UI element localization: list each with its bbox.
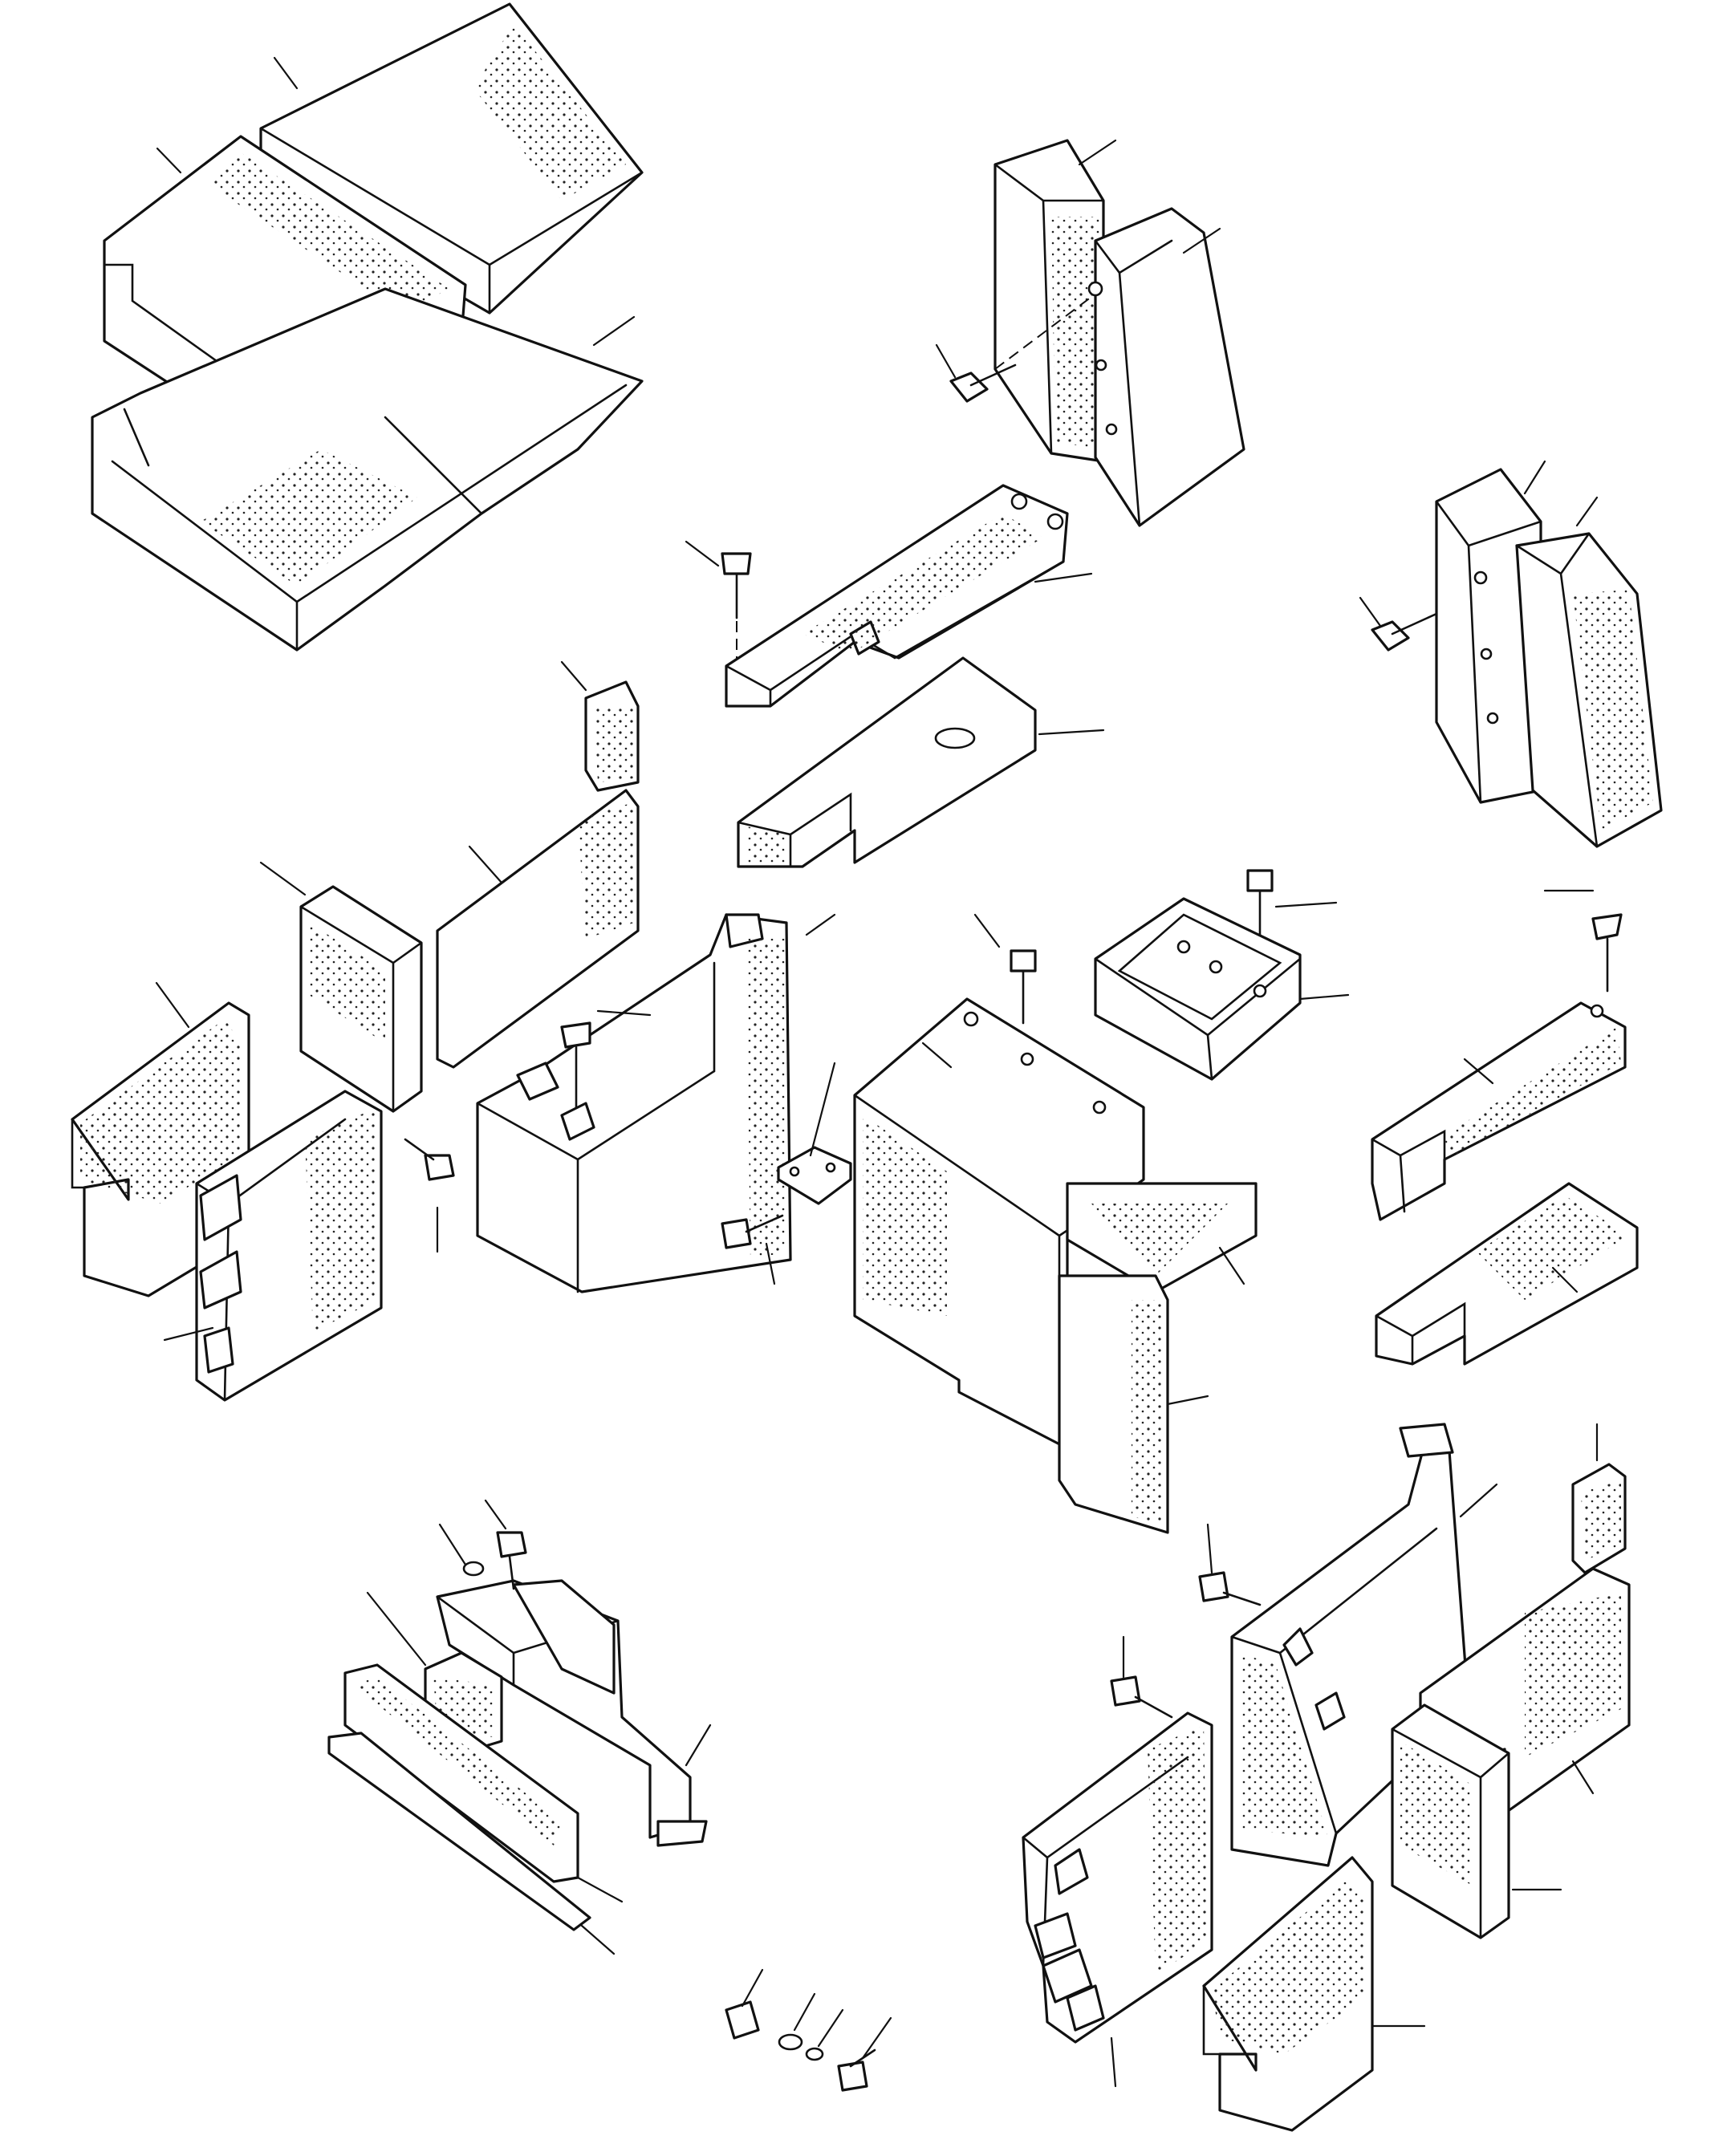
leader-line-11 (1034, 572, 1093, 583)
frame-bracket-br (1022, 1711, 1213, 2044)
leader-line-21 (809, 1062, 836, 1157)
leader-line-7 (1523, 460, 1546, 495)
leader-line-27 (1274, 901, 1338, 908)
handle-bar-frame (436, 1579, 708, 1847)
leader-line-35 (366, 1591, 427, 1667)
side-bracket-lower (1473, 532, 1663, 848)
washer-spring (805, 2047, 824, 2061)
outer-side-panel-br (1202, 1856, 1374, 2132)
leader-line-39 (793, 1992, 816, 2032)
side-bracket-upper (1087, 207, 1245, 527)
cushion-under-box (1066, 1182, 1258, 1293)
leader-line-9 (1359, 596, 1382, 627)
leader-line-32 (438, 1523, 467, 1566)
nut-clip (725, 2000, 760, 2040)
screw-center-3 (721, 1214, 784, 1249)
leader-line-3 (592, 315, 636, 347)
screw-left-1 (404, 1138, 455, 1181)
leader-line-37 (580, 1924, 616, 1955)
thick-panel-left (299, 885, 423, 1113)
screw-tr-1 (949, 363, 1017, 403)
leader-line-26 (1166, 1395, 1209, 1406)
screw-tray-1 (1246, 869, 1274, 936)
tall-panel-center-left (436, 789, 640, 1069)
small-bracket-angle (777, 1146, 852, 1205)
leader-line-48 (1110, 2036, 1117, 2088)
leader-line-10 (685, 540, 720, 567)
leader-line-45 (1571, 1760, 1595, 1795)
box-bracket-center (476, 913, 792, 1293)
leader-line-43 (1459, 1483, 1498, 1518)
leader-line-4 (1078, 139, 1117, 166)
leader-line-15 (259, 861, 307, 896)
bolt-bottom (837, 2048, 876, 2092)
washer-flat (778, 2033, 803, 2051)
tray-small (1094, 897, 1302, 1081)
screw-center-1 (721, 552, 752, 619)
leader-line-41 (861, 2016, 892, 2060)
seat-tray (91, 287, 644, 652)
leader-line-42 (1206, 1523, 1213, 1574)
leader-line-12 (1038, 729, 1105, 736)
small-block-br (1571, 1463, 1627, 1574)
leader-line-33 (484, 1499, 507, 1530)
leader-line-8 (1575, 496, 1599, 527)
leader-line-22 (765, 1242, 776, 1285)
screw-center-2 (560, 1021, 591, 1109)
leader-line-36 (576, 1876, 624, 1903)
screw-br-1 (1198, 1571, 1262, 1606)
small-block-upper (584, 680, 640, 792)
leader-line-38 (741, 1968, 764, 2008)
leader-line-16 (155, 981, 190, 1029)
leader-line-17 (163, 1326, 214, 1342)
leader-line-34 (685, 1724, 712, 1767)
screw-br-2 (1110, 1675, 1173, 1719)
center-cushion (737, 656, 1037, 868)
screw-bl-1 (496, 1531, 527, 1590)
leader-line-30 (1463, 1058, 1494, 1085)
leader-line-2 (156, 147, 182, 174)
leader-line-28 (1298, 993, 1350, 1001)
thick-pad-br (1391, 1703, 1510, 1939)
leader-line-23 (973, 913, 1001, 948)
leader-line-20 (805, 913, 836, 936)
cushion-right (1375, 1182, 1639, 1366)
leader-line-25 (1218, 1246, 1245, 1285)
frame-bracket-left (195, 1090, 383, 1402)
leader-line-31 (1551, 1266, 1579, 1293)
leader-line-40 (817, 2008, 844, 2048)
screw-right-1 (1591, 913, 1623, 993)
leader-line-14 (468, 845, 503, 884)
leader-line-24 (921, 1041, 953, 1069)
washer-bl-1 (462, 1561, 485, 1577)
leader-line-6 (935, 343, 957, 379)
vertical-pad-under-box (1058, 1274, 1169, 1534)
screw-tr-2 (1371, 612, 1438, 652)
leader-line-13 (560, 660, 587, 692)
plate-right (1371, 1001, 1627, 1221)
center-plate (725, 484, 1069, 708)
leader-line-19 (596, 1009, 652, 1017)
screw-center-4 (1010, 949, 1037, 1025)
leader-line-5 (1182, 227, 1221, 254)
leader-line-1 (273, 56, 299, 90)
long-strip-bl (327, 1732, 591, 1931)
